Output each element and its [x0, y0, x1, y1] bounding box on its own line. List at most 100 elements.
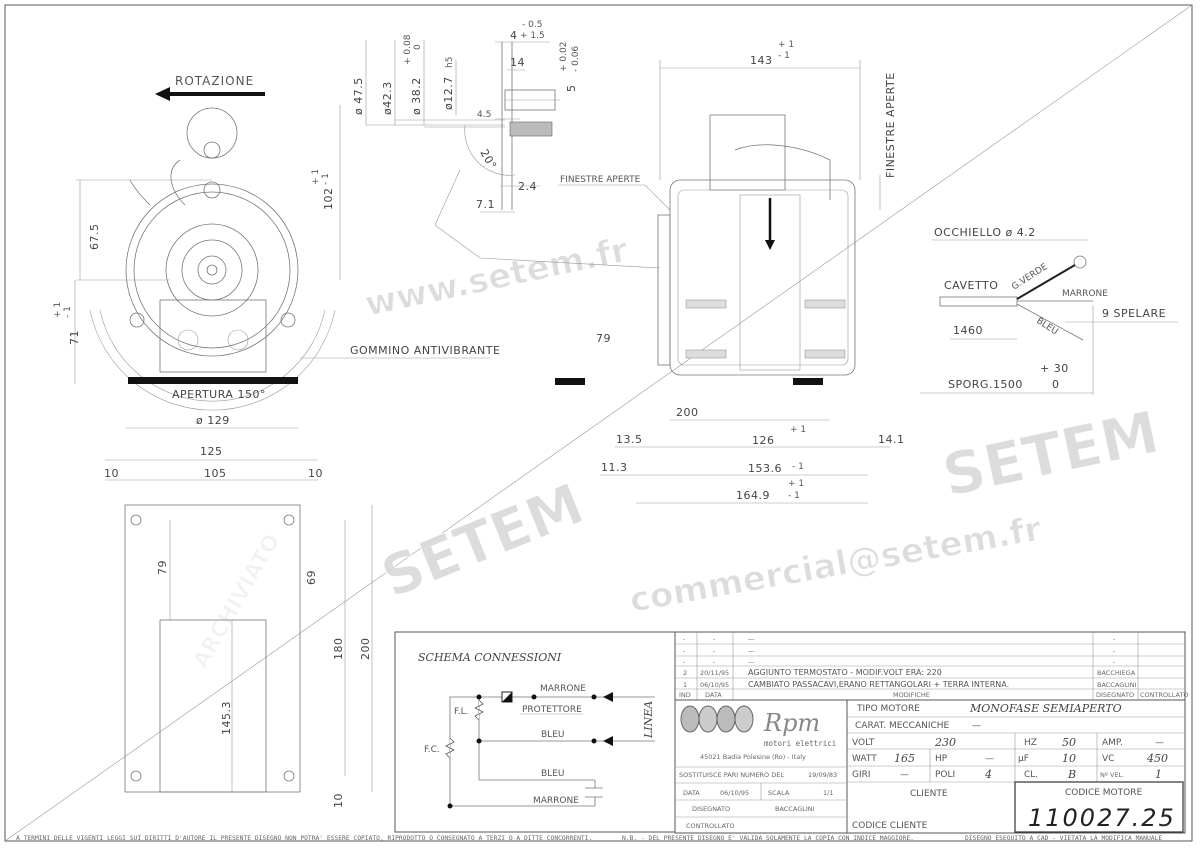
logo-text-text: Rpm — [763, 709, 820, 737]
drawn-text: DISEGNATO — [1096, 691, 1134, 699]
brown-low-text: MARRONE — [533, 796, 579, 806]
uf-value-text: 10 — [1062, 752, 1076, 765]
blue-mid-text: BLEU — [541, 730, 564, 740]
green-text: G.VERDE — [1010, 262, 1050, 293]
dim-10-left-text: 10 — [104, 467, 119, 480]
protector-text: PROTETTORE — [522, 705, 582, 715]
watt-label-text: WATT — [852, 754, 877, 764]
ind-text: - — [683, 647, 686, 655]
title-block: Rpm motori elettrici 45021 Badia Polesin… — [674, 699, 1186, 834]
dim-5-text: 5 — [565, 85, 578, 93]
motor-code-label-text: CODICE MOTORE — [1065, 788, 1142, 798]
scale-label-text: SCALA — [768, 789, 790, 797]
dim-102-tol-minus-text: - 1 — [321, 173, 331, 185]
dim-4-tol-minus-text: - 0.5 — [522, 20, 542, 30]
drawn-text: - — [1113, 658, 1116, 666]
dim-200-text: 200 — [676, 406, 699, 419]
brand-watermark: SETEM — [373, 472, 593, 611]
d127-fit-text: h5 — [445, 57, 455, 68]
eyelet-text: OCCHIELLO ø 4.2 — [934, 226, 1036, 239]
class-value-text: B — [1067, 768, 1076, 781]
dim-135-text: 13.5 — [616, 433, 643, 446]
side-view: 143 + 1 - 1 FINESTRE APERTE FINESTRE APE… — [555, 40, 904, 504]
plate-view: 125 105 10 10 79 69 180 200 145.3 10 — [104, 445, 373, 808]
dim-1649-tol-plus-text: + 1 — [788, 479, 804, 489]
note-text: N.B. - DEL PRESENTE DISEGNO E' VALIDA SO… — [622, 835, 914, 842]
client-label-text: CLIENTE — [910, 789, 948, 799]
shaft-detail: ø 47.5 ø42.3 ø 38.2 + 0.08 0 ø12.7 h5 4 … — [352, 20, 661, 269]
d382-text: ø 38.2 — [410, 77, 423, 115]
line-arrow-icon — [603, 736, 613, 746]
dim-79-text: 79 — [596, 332, 611, 345]
change-text: AGGIUNTO TERMOSTATO - MODIF.VOLT ERA: 22… — [748, 668, 942, 677]
rotation-label: ROTAZIONE — [175, 74, 254, 88]
replaces-date-text: 19/09/83 — [808, 771, 837, 779]
rpm-value-text: — — [900, 770, 909, 780]
replaces-label-text: SOSTITUISCE PARI NUMERO DEL — [679, 771, 784, 779]
cad-text: DISEGNO ESEGUITO A CAD - VIETATA LA MODI… — [965, 835, 1162, 842]
hp-label-text: HP — [935, 754, 948, 764]
drawn-text: - — [1113, 647, 1116, 655]
dim-69-text: 69 — [305, 570, 318, 585]
website-watermark: www.setem.fr — [362, 230, 632, 325]
volt-label-text: VOLT — [852, 738, 875, 748]
dim-71-tol-minus-text: - 1 — [63, 306, 73, 318]
dim-180-text: 180 — [332, 638, 345, 661]
protrusion-tol-plus-text: + 30 — [1040, 362, 1069, 375]
revision-row: --—- — [683, 635, 1116, 643]
d475-text: ø 47.5 — [352, 77, 365, 115]
hp-value-text: — — [985, 754, 994, 764]
hz-value-text: 50 — [1062, 736, 1076, 749]
diameter-label-text: ø 129 — [196, 414, 230, 427]
dim-71-text: 7.1 — [476, 198, 495, 211]
revision-row: --—- — [683, 658, 1116, 666]
date-label-text: DATA — [683, 789, 700, 797]
scale-value-text: 1/1 — [823, 789, 833, 797]
windows-horizontal-text: FINESTRE APERTE — [560, 175, 641, 185]
dim-102-tol-plus-text: + 1 — [311, 169, 321, 185]
address-text: 45021 Badia Polesine (Ro) - Italy — [700, 753, 806, 761]
mount-label: GOMMINO ANTIVIBRANTE — [350, 344, 500, 357]
dim-5-tol-plus-text: + 0.02 — [559, 42, 569, 72]
brown-text: MARRONE — [1062, 289, 1108, 299]
speeds-value-text: 1 — [1155, 768, 1162, 781]
diagonal-line — [4, 4, 1193, 842]
vc-value-text: 450 — [1146, 752, 1168, 765]
dim-113-text: 11.3 — [601, 461, 628, 474]
front-view: ROTAZIONE 67.5 102 + 1 - 1 71 + 1 - 1 — [53, 74, 500, 429]
date-text: DATA — [705, 691, 722, 699]
protrusion-text: SPORG.1500 — [948, 378, 1023, 391]
ind-text: IND — [679, 691, 691, 699]
eyelet-icon — [1073, 255, 1087, 269]
dim-143-tol-minus-text: - 1 — [778, 51, 790, 61]
motor-code: 110027.25 — [1028, 804, 1176, 832]
dim-1536-tol-minus-text: - 1 — [792, 462, 804, 472]
angle-text: 20° — [477, 147, 499, 172]
amp-label-text: AMP. — [1102, 738, 1123, 748]
mount-right — [793, 378, 823, 385]
watermarks: ARCHIVIATO www.setem.fr SETEM SETEM comm… — [188, 230, 1165, 674]
wiring-diagram: SCHEMA CONNESSIONI MARRONE PROTETTORE F.… — [394, 631, 676, 833]
date-text: 20/11/95 — [700, 669, 729, 677]
blue-low-text: BLEU — [541, 769, 564, 779]
dim-4-tol-plus-text: + 1.5 — [520, 31, 545, 41]
poles-label-text: POLI — [935, 770, 955, 780]
d423-text: ø42.3 — [381, 81, 394, 115]
date-text: 06/10/95 — [700, 681, 729, 689]
dim-1649-text: 164.9 — [736, 489, 770, 502]
change-text: — — [748, 647, 755, 655]
line-text: LINEA — [642, 701, 655, 739]
length-text: 1460 — [953, 324, 983, 337]
dim-71-tol-plus-text: + 1 — [53, 302, 63, 318]
email-watermark: commercial@setem.fr — [627, 509, 1045, 621]
ind-text: 1 — [683, 681, 687, 689]
volt-value-text: 230 — [934, 736, 956, 749]
footer: A TERMINI DELLE VIGENTI LEGGI SUI DIRITT… — [16, 835, 1162, 842]
speeds-label-text: Nº VEL. — [1100, 771, 1124, 779]
protrusion-tol-minus-text: 0 — [1052, 378, 1060, 391]
drawn-text: BACCHIEGA — [1097, 669, 1136, 677]
class-label-text: CL. — [1024, 770, 1038, 780]
fc-text: F.C. — [424, 745, 440, 755]
change-text: — — [748, 658, 755, 666]
